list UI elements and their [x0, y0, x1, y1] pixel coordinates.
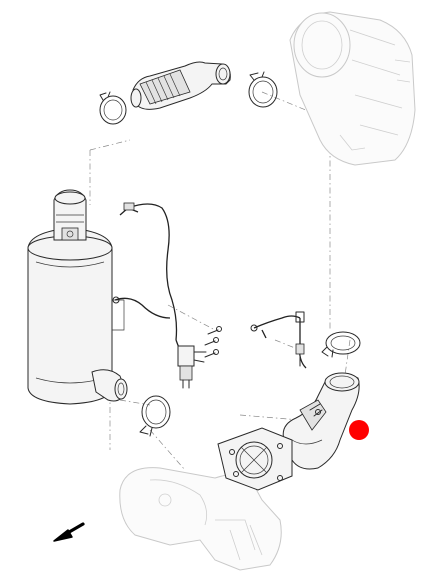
flange-gasket	[217, 427, 293, 491]
upper-pipe-clamp-left	[99, 91, 127, 125]
assembly-guide-lines	[89, 91, 351, 471]
callout-marker-icon	[349, 420, 369, 440]
exhaust-downpipe	[282, 372, 360, 470]
lower-pipe-clamp-left	[139, 395, 171, 437]
sensor-wire-harness	[112, 202, 222, 389]
ghost-mounting-bracket	[119, 467, 282, 571]
upper-flex-pipe	[130, 61, 231, 110]
upper-pipe-clamp-right	[248, 71, 278, 108]
temperature-sensor-harness	[250, 311, 307, 369]
right-pipe-clamp	[321, 331, 361, 358]
ghost-engine-component	[289, 11, 416, 166]
mounting-bolts	[204, 326, 222, 358]
muffler-canister	[27, 189, 128, 405]
direction-arrow-icon	[53, 522, 85, 542]
